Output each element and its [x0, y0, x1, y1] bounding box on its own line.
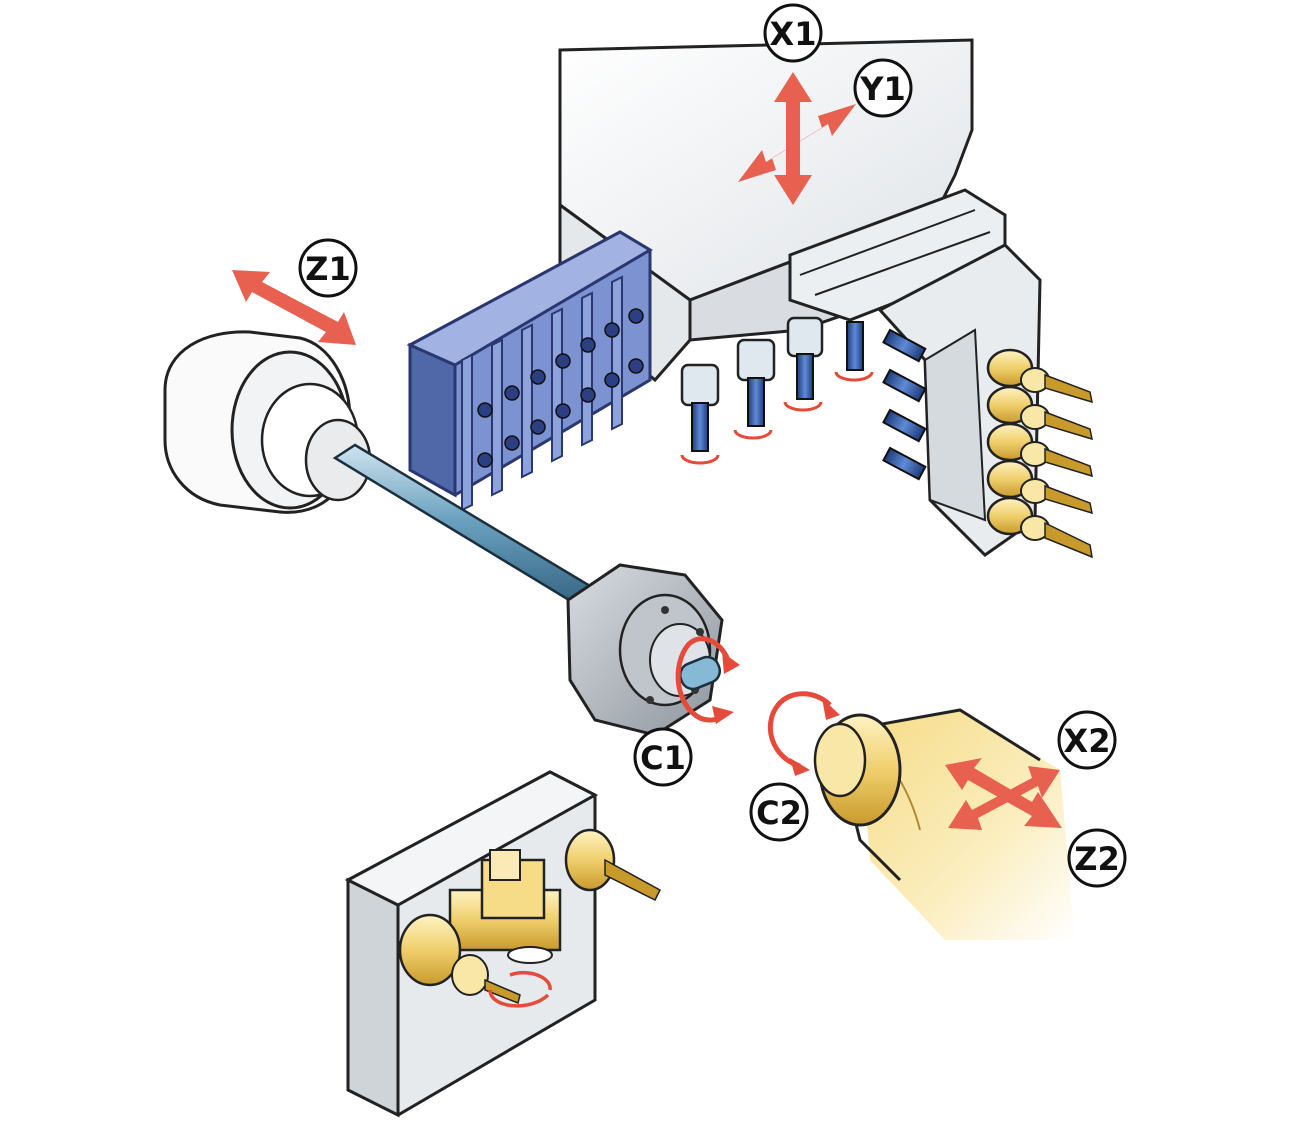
- axis-label-x1: X1: [763, 3, 823, 63]
- bar-feeder-drum: [163, 330, 372, 514]
- axis-label-z2: Z2: [1067, 828, 1127, 888]
- live-tool: [846, 321, 864, 371]
- tool-rotation-icon: [783, 401, 823, 412]
- c1-rotation-icon: [675, 636, 740, 724]
- drill-holder: [986, 422, 1093, 478]
- drill-holder: [986, 496, 1093, 559]
- x1-y1-axis-arrows: [738, 72, 856, 205]
- svg-text:Y1: Y1: [859, 70, 905, 108]
- z1-axis-arrow: [232, 270, 356, 345]
- drill-holder: [986, 459, 1093, 515]
- main-spindle: [163, 330, 724, 737]
- live-tool: [680, 363, 720, 452]
- tool-rotation-icon: [680, 454, 720, 465]
- axis-label-c2: C2: [749, 782, 809, 842]
- live-tool: [736, 338, 776, 427]
- live-tools-row: [680, 316, 927, 481]
- tool-rotation-icon: [733, 429, 773, 440]
- c2-rotation-icon: [767, 691, 840, 776]
- svg-text:X1: X1: [770, 15, 817, 53]
- svg-text:C1: C1: [640, 739, 686, 777]
- axis-label-c1: C1: [633, 727, 693, 787]
- svg-text:X2: X2: [1064, 722, 1111, 760]
- live-tool: [786, 316, 824, 400]
- axis-label-z1: Z1: [298, 238, 358, 298]
- gang-tool-block: [406, 230, 653, 512]
- back-tool-unit: [344, 770, 661, 1118]
- drill-stack: [986, 348, 1093, 559]
- x2-z2-axis-arrows: [945, 758, 1062, 830]
- svg-text:C2: C2: [756, 794, 802, 832]
- axis-label-x2: X2: [1057, 710, 1117, 770]
- axis-label-y1: Y1: [853, 58, 913, 118]
- svg-text:Z1: Z1: [305, 250, 350, 288]
- tool-rotation-icon: [834, 371, 874, 382]
- collet-chuck: [566, 563, 724, 737]
- back-tool-rotation-icon: [488, 970, 552, 1008]
- svg-text:Z2: Z2: [1074, 840, 1119, 878]
